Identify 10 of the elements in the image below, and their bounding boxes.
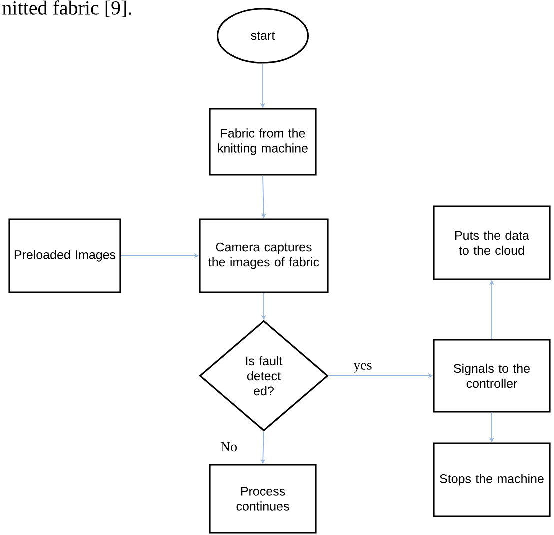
process-box: Puts the data to the cloud bbox=[433, 206, 551, 280]
edge-label: No bbox=[219, 441, 239, 453]
process-box: Preloaded Images bbox=[8, 218, 122, 294]
process-box: Signals to the controller bbox=[433, 339, 551, 413]
edge-label: yes bbox=[352, 362, 374, 374]
process-box: Camera captures the images of fabric bbox=[199, 218, 329, 294]
process-box: Fabric from the knitting machine bbox=[209, 108, 317, 176]
process-box: Process continues bbox=[209, 464, 317, 534]
process-box: Stops the machine bbox=[433, 442, 551, 518]
caption-text: nitted fabric [9]. bbox=[2, 0, 132, 18]
